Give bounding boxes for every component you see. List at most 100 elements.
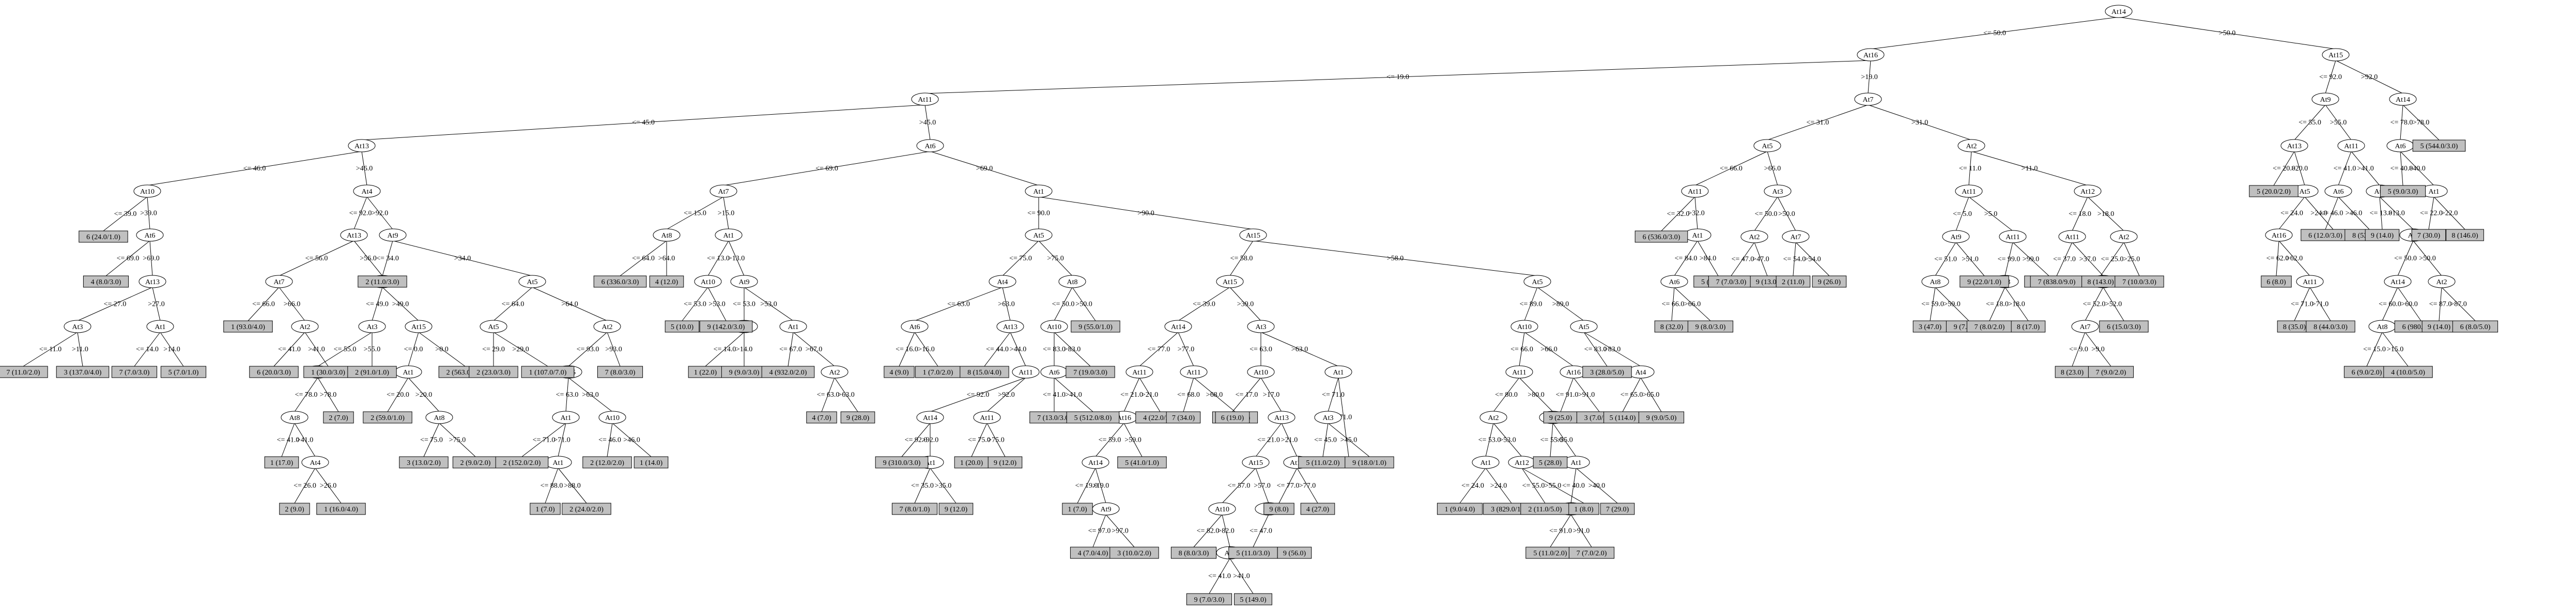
edge-condition-label: >44.0 [1010,346,1026,353]
leaf-node: 7 (8.0/3.0) [597,366,643,378]
tree-edge [2118,17,2336,50]
tree-edge [2100,242,2124,276]
tree-edge [2439,287,2442,321]
node-ellipse [1164,320,1192,333]
edge-condition-label: >50.0 [1075,301,1092,308]
leaf-class-label: 7 (10.0/3.0) [2122,278,2156,286]
decision-node: At11 [911,92,939,106]
decision-node: At11 [1681,184,1709,198]
tree-edge [2072,242,2104,276]
tree-edge [532,287,608,321]
node-attribute-label: At16 [2272,232,2286,240]
node-attribute-label: At15 [411,323,426,331]
edge-condition-label: >22.0 [2441,210,2458,217]
leaf-node: 9 (14.0) [2421,320,2457,333]
node-ellipse [1314,411,1342,424]
leaf-box [2011,320,2046,333]
leaf-class-label: 8 (44.0/3.0) [2313,323,2348,331]
edge-condition-label: >34.0 [454,255,471,262]
tree-edge [1640,377,1662,412]
node-attribute-label: At1 [723,232,734,240]
leaf-node: 5 (28.0) [1533,456,1568,469]
node-attribute-label: At7 [274,278,285,286]
leaf-class-label: 5 (114.0) [1610,414,1636,422]
decision-node: At5 [1570,320,1598,333]
leaf-box [1960,275,2009,288]
tree-edge [723,151,931,186]
decision-node: At13 [1268,411,1295,424]
decision-node: At2 [1479,411,1507,424]
tree-edge [1002,240,1039,276]
edge-condition-label: <= 45.0 [1314,437,1337,444]
leaf-node: 2 (59.0/1.0) [363,411,412,424]
edge-condition-label: <= 13.0 [2370,210,2393,217]
edge-condition-label: <= 26.0 [294,482,316,490]
tree-edge [986,377,1026,412]
tree-edge [1552,423,1577,457]
tree-edge [2382,332,2409,367]
leaf-node: 7 (838.0/9.0) [2030,275,2084,288]
decision-node: At2 [593,320,621,333]
tree-edge [1674,287,1711,321]
tree-edge [1038,196,1254,230]
edge-condition-label: >83.0 [1064,346,1081,353]
leaf-box [83,275,129,288]
edge-condition-label: >80.0 [1528,391,1544,399]
leaf-box [316,503,366,515]
leaf-node: 3 (28.0/5.0) [1582,366,1632,378]
node-attribute-label: At1 [1692,232,1703,240]
tree-edge [1193,377,1236,412]
decision-node: At14 [916,411,944,424]
tree-edge [666,196,724,230]
tree-edge [387,377,409,412]
tree-edge [1222,468,1256,504]
node-attribute-label: At15 [1223,278,1237,286]
leaf-node: 4 (27.0) [1300,503,1335,515]
tree-edge [2273,151,2295,186]
edge-condition-label: >55.0 [2330,119,2347,127]
leaf-node: 7 (7.0/2.0) [1568,547,1615,559]
edge-condition-label: <= 18.0 [1986,301,2009,308]
leaf-box [2383,366,2433,378]
tree-edge [2103,287,2124,321]
tree-edge [558,468,587,504]
decision-node: At1 [779,320,807,333]
edge-condition-label: >93.0 [605,346,622,353]
node-attribute-label: At1 [2429,188,2440,196]
edge-condition-label: >50.0 [2219,29,2235,37]
edge-condition-label: <= 75.0 [968,437,991,444]
leaf-box [79,230,128,243]
leaf-box [1638,411,1685,424]
decision-node: At2 [1957,139,1985,152]
tree-edge [1955,242,1985,276]
leaf-box [562,503,611,515]
node-ellipse [1058,275,1086,288]
edge-condition-label: >16.0 [918,346,934,353]
tree-edge [986,423,1006,457]
leaf-node: 1 (16.0/4.0) [316,503,366,515]
node-attribute-label: At11 [1186,369,1200,377]
edge-condition-label: <= 91.0 [1549,527,1572,535]
node-attribute-label: At15 [1246,232,1260,240]
leaf-box [761,366,815,378]
node-ellipse [1247,320,1275,333]
leaf-node: 9 (9.0/3.0) [721,366,767,378]
leaf-box [347,366,397,378]
leaf-node: 9 (9.0/5.0) [1638,411,1685,424]
tree-edge [1260,377,1282,412]
tree-edge [1524,332,1574,367]
tree-edge [1795,242,1830,276]
edge-condition-label: >56.0 [360,255,376,262]
tree-edge [1697,240,1719,276]
node-ellipse [1999,230,2027,243]
node-ellipse [996,320,1024,333]
node-attribute-label: At7 [1791,234,1801,241]
node-ellipse [1082,456,1109,469]
leaf-node: 7 (7.0/3.0) [1708,275,1754,288]
tree-edge [149,240,153,276]
decision-node: At5 [518,275,546,288]
node-ellipse [552,411,580,424]
tree-edge [1077,468,1096,504]
tree-edge [723,196,729,230]
edge-condition-label: >64.0 [658,255,675,262]
